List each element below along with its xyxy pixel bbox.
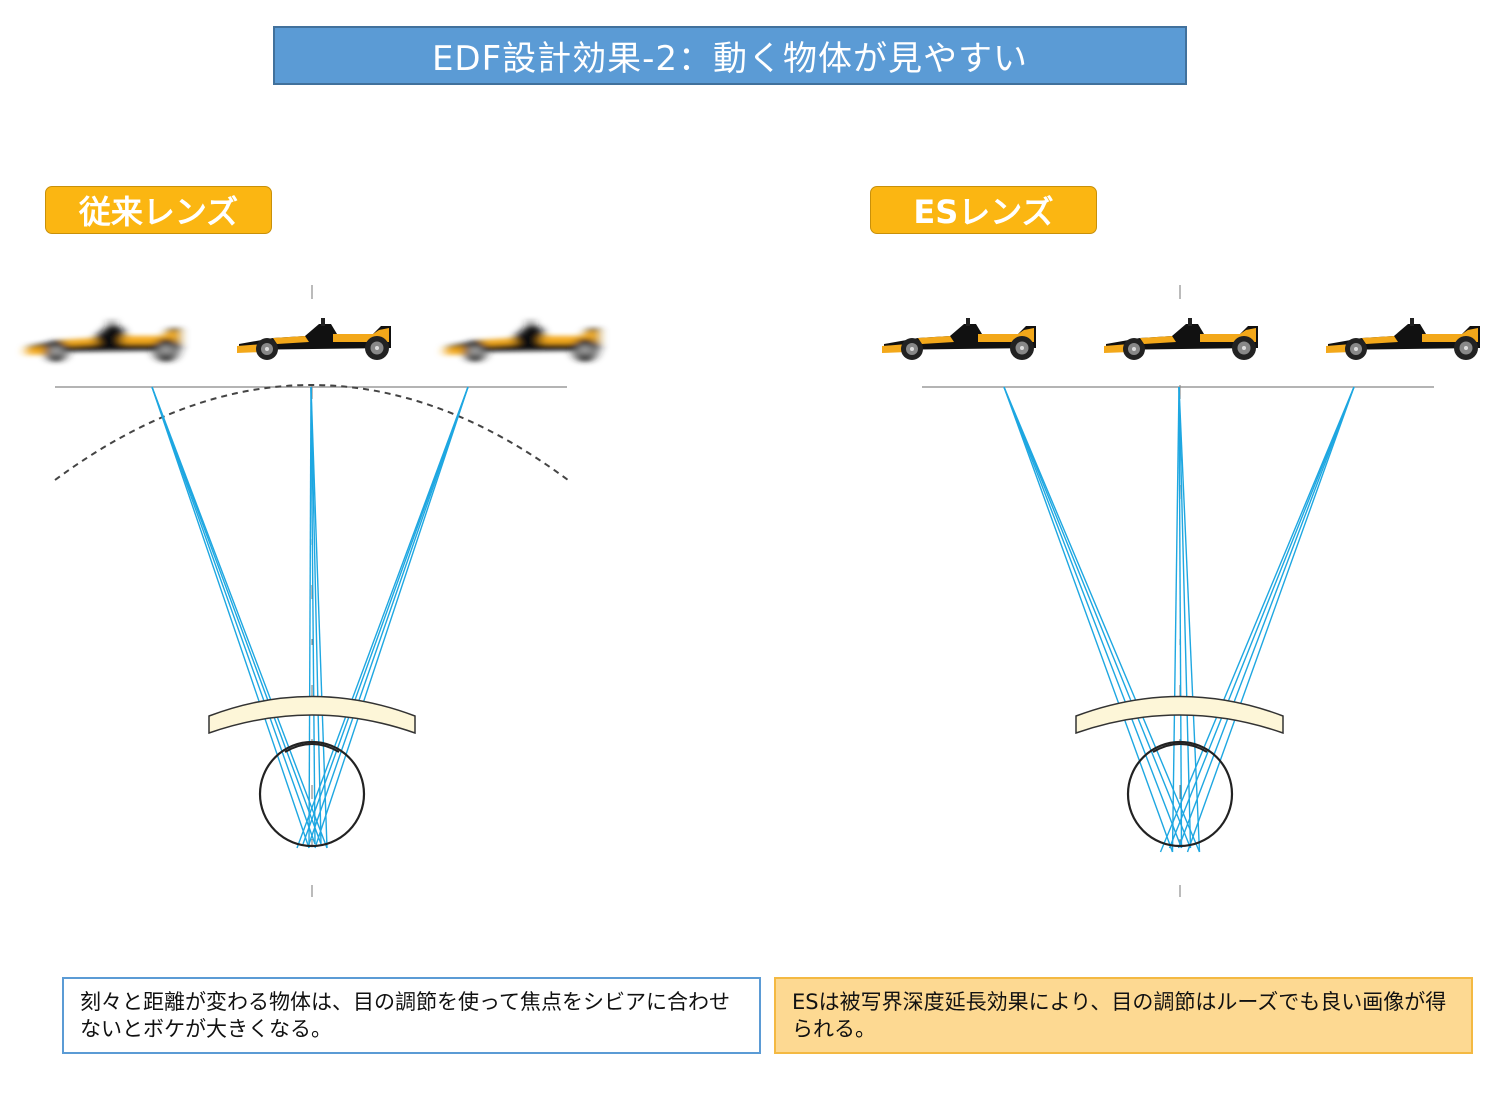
light-ray: [1186, 386, 1355, 853]
spectacle-lens-icon: [1075, 695, 1284, 735]
light-rays: [1003, 386, 1355, 853]
race-car-icon: [1326, 318, 1480, 360]
light-ray: [308, 386, 312, 849]
conventional-lens-panel: [26, 285, 599, 897]
es-lens-panel: [882, 285, 1480, 897]
light-ray: [151, 386, 310, 849]
caption-es: ESは被写界深度延長効果により、目の調節はルーズでも良い画像が得られる。: [774, 977, 1473, 1054]
light-ray: [1003, 386, 1201, 853]
eye-icon: [258, 740, 366, 848]
race-car-icon: [882, 318, 1036, 360]
light-ray: [310, 386, 322, 845]
page-title: EDF設計効果-2：動く物体が見やすい: [273, 26, 1187, 85]
light-rays: [151, 386, 469, 849]
light-ray: [151, 386, 316, 845]
label-conventional-lens: 従来レンズ: [45, 186, 272, 234]
light-ray: [314, 386, 469, 849]
label-es-lens: ESレンズ: [870, 186, 1097, 234]
race-car-icon: [237, 318, 391, 360]
spectacle-lens-icon: [208, 695, 416, 735]
light-ray: [151, 386, 328, 849]
light-ray: [310, 386, 328, 849]
light-ray: [1003, 386, 1192, 849]
caption-conventional: 刻々と距離が変わる物体は、目の調節を使って焦点をシビアに合わせないとボケが大きく…: [62, 977, 761, 1054]
light-ray: [1003, 386, 1183, 849]
race-car-icon: [445, 320, 599, 362]
focus-curve: [54, 384, 569, 481]
light-ray: [1003, 386, 1174, 853]
light-ray: [310, 386, 316, 845]
light-ray: [1178, 386, 1201, 853]
light-ray: [1178, 386, 1183, 849]
race-car-icon: [26, 320, 180, 362]
light-ray: [1171, 386, 1180, 853]
light-ray: [308, 386, 469, 845]
light-ray: [1178, 386, 1192, 849]
race-car-icon: [1104, 318, 1258, 360]
light-ray: [1177, 386, 1355, 849]
light-ray: [296, 386, 469, 849]
light-ray: [1168, 386, 1355, 849]
light-ray: [1159, 386, 1355, 853]
eye-icon: [1126, 740, 1234, 848]
light-ray: [302, 386, 469, 845]
